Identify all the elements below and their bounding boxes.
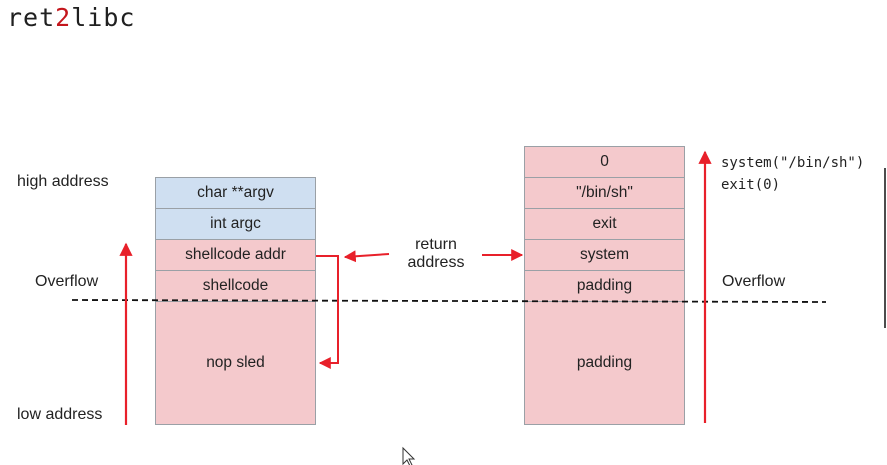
- stack-cell-nop-sled: nop sled: [155, 301, 316, 425]
- page-title: ret2libc: [7, 3, 136, 32]
- return-address-left-arrow: [343, 250, 390, 263]
- stack-cell-padding-bottom: padding: [524, 301, 685, 425]
- low-address-label: low address: [17, 406, 103, 423]
- stack-cell-system: system: [524, 239, 685, 271]
- stack-cell-binsh: "/bin/sh": [524, 177, 685, 209]
- code-snippet: system("/bin/sh")exit(0): [721, 155, 865, 193]
- high-address-label: high address: [17, 173, 109, 190]
- stack-cell-argc: int argc: [155, 208, 316, 240]
- stack-cell-zero: 0: [524, 146, 685, 178]
- right-overflow-label: Overflow: [722, 273, 786, 290]
- cursor-icon: [402, 446, 416, 465]
- overflow-dashed-line: [71, 299, 827, 303]
- stack-cell-shellcode: shellcode: [155, 270, 316, 302]
- shellcode-addr-pointer-arrow: [316, 255, 339, 369]
- left-overflow-label: Overflow: [35, 273, 99, 290]
- return-address-label: return address: [407, 236, 465, 271]
- stack-cell-shellcode-addr: shellcode addr: [155, 239, 316, 271]
